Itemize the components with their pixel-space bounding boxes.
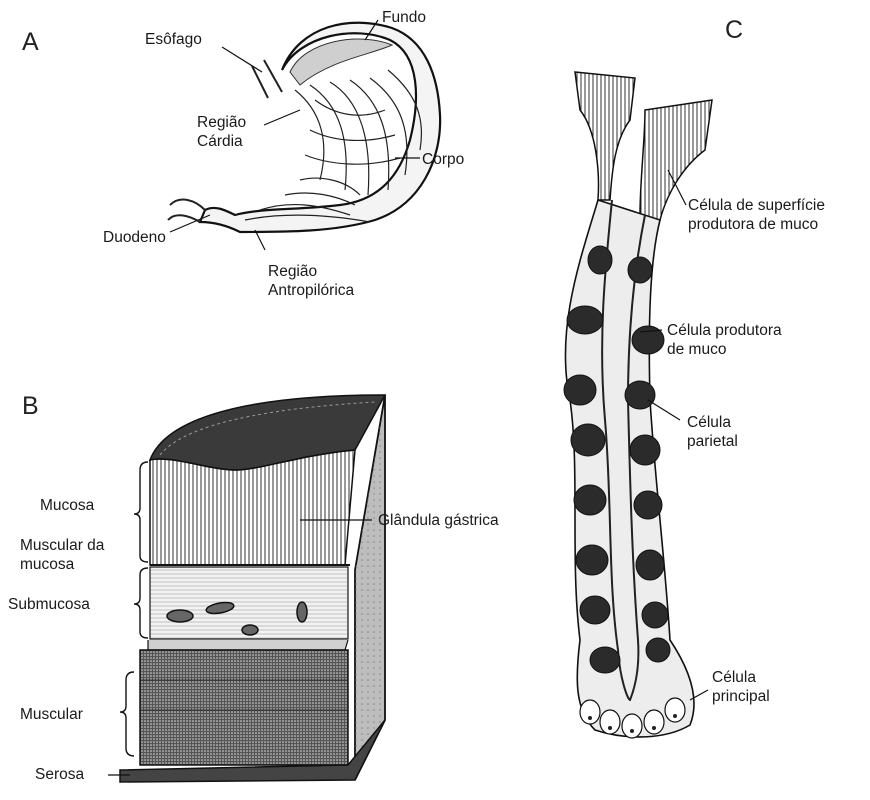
label-muscular-da-mucosa: Muscular da mucosa [20, 536, 104, 574]
label-celula-produtora: Célula produtora de muco [667, 321, 782, 359]
label-submucosa: Submucosa [8, 595, 90, 614]
label-regiao-cardia: Região Cárdia [197, 113, 246, 151]
label-serosa: Serosa [35, 765, 84, 784]
gastric-gland-drawing [564, 72, 712, 738]
label-glandula-gastrica: Glândula gástrica [378, 511, 499, 530]
label-celula-superficie: Célula de superfície produtora de muco [688, 196, 825, 234]
panel-b-letter: B [22, 392, 39, 421]
label-corpo: Corpo [422, 150, 464, 169]
label-muscular: Muscular [20, 705, 83, 724]
label-celula-principal: Célula principal [712, 668, 770, 706]
stomach-wall-block [108, 395, 385, 782]
panel-c-letter: C [725, 16, 743, 45]
label-esofago: Esôfago [145, 30, 202, 49]
label-celula-parietal: Célula parietal [687, 413, 738, 451]
label-regiao-antropilorica: Região Antropilórica [268, 262, 354, 300]
label-fundo: Fundo [382, 8, 426, 27]
panel-a-letter: A [22, 28, 39, 57]
label-duodeno: Duodeno [103, 228, 166, 247]
label-mucosa: Mucosa [40, 496, 94, 515]
